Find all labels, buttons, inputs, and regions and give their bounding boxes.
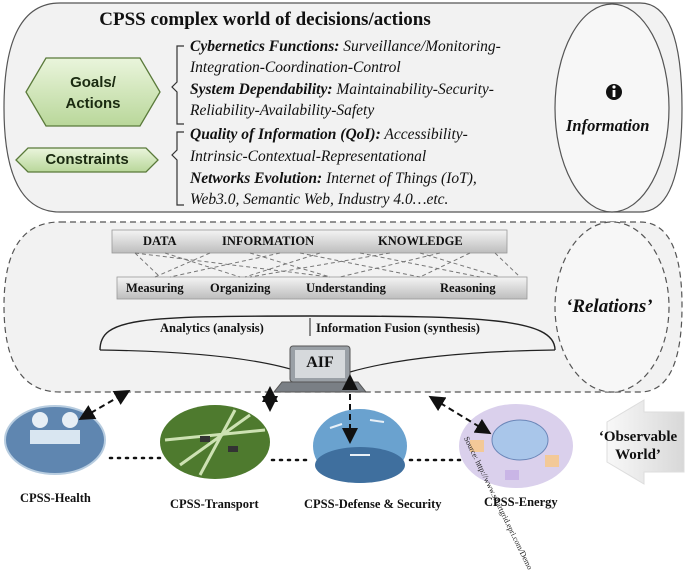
aif-laptop-icon [272, 345, 368, 393]
goals-actions-hexagon [25, 57, 161, 127]
observable-world-label: ‘Observable World’ [588, 428, 685, 464]
constraints-label: Constraints [45, 151, 129, 168]
top-panel [3, 2, 683, 213]
analytics-label: Analytics (analysis) [160, 321, 264, 335]
line-cybernetics-1: Cybernetics Functions: Surveillance/Moni… [190, 38, 501, 55]
energy-image [459, 404, 573, 488]
aif-label: AIF [306, 354, 334, 371]
dik-bar [111, 229, 508, 254]
line-qoi-2: Intrinsic-Contextual-Representational [190, 148, 427, 165]
domain-health-label: CPSS-Health [20, 491, 91, 505]
information-label: Information [566, 116, 650, 135]
analytics-fusion-arc [99, 315, 556, 351]
process-understanding-label: Understanding [306, 281, 386, 295]
process-organizing-label: Organizing [210, 281, 271, 295]
line-cybernetics-2: Integration-Coordination-Control [190, 59, 401, 76]
goals-actions-label: Goals/ Actions [40, 72, 146, 114]
dik-process-links [134, 252, 521, 278]
line-networks-2: Web3.0, Semantic Web, Industry 4.0…etc. [190, 191, 449, 208]
line-dependability-1: System Dependability: Maintainability-Se… [190, 81, 494, 98]
constraints-hexagon [15, 147, 159, 173]
domain-connectors [108, 456, 462, 462]
domain-defense-label: CPSS-Defense & Security [304, 497, 442, 511]
process-bar [116, 276, 528, 300]
line-qoi-1: Quality of Information (QoI): Accessibil… [190, 126, 468, 143]
goals-label-line1: Goals/ [70, 74, 116, 91]
domain-energy-label: CPSS-Energy [484, 495, 558, 509]
dik-data-label: DATA [143, 234, 177, 248]
observable-world-arrow [606, 399, 685, 485]
observable-line2: World’ [615, 447, 661, 463]
transport-image [160, 405, 270, 479]
brace-constraints [171, 131, 184, 206]
info-icon [606, 84, 622, 100]
domain-transport-label: CPSS-Transport [170, 497, 259, 511]
fusion-label: Information Fusion (synthesis) [316, 321, 480, 335]
process-measuring-label: Measuring [126, 281, 184, 295]
aif-arrows [78, 374, 492, 444]
defense-image [313, 409, 407, 483]
dik-knowledge-label: KNOWLEDGE [378, 234, 463, 248]
process-reasoning-label: Reasoning [440, 281, 496, 295]
relations-panel [3, 221, 683, 393]
goals-label-line2: Actions [65, 95, 121, 112]
line-networks-1: Networks Evolution: Internet of Things (… [190, 170, 477, 187]
relations-label: ‘Relations’ [566, 296, 653, 317]
health-image [4, 405, 106, 475]
line-dependability-2: Reliability-Availability-Safety [190, 102, 375, 119]
observable-line1: ‘Observable [598, 429, 678, 445]
brace-goals [171, 45, 184, 125]
dik-information-label: INFORMATION [222, 234, 315, 248]
page-title: CPSS complex world of decisions/actions [99, 9, 431, 30]
diagram-canvas [3, 2, 685, 488]
